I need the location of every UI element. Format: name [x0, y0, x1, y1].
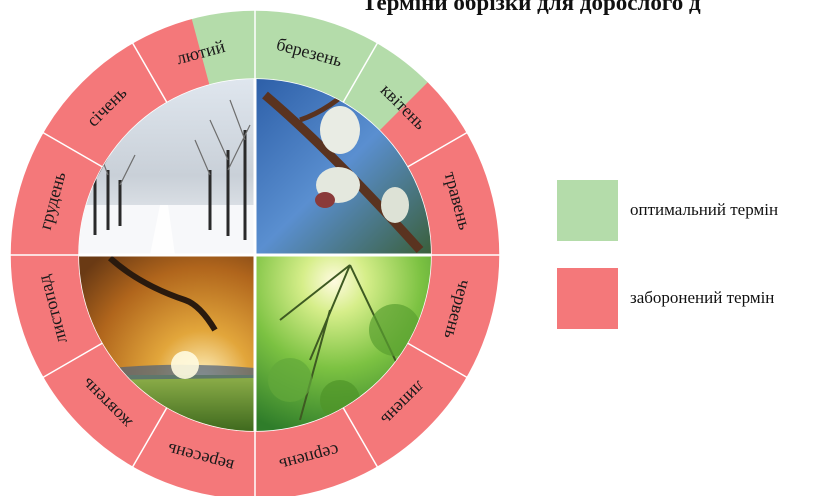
month-separator [42, 131, 103, 168]
month-separator [131, 42, 168, 103]
month-segment-1 [42, 42, 167, 167]
pruning-calendar-wheel: січеньлютийберезеньквітеньтравеньчервень… [9, 9, 501, 496]
month-forbidden-part-4 [379, 81, 468, 167]
legend-optimal: оптимальний термін [557, 180, 822, 242]
month-separator [131, 407, 168, 468]
legend-forbidden: заборонений термін [557, 268, 822, 330]
month-segment-12 [10, 132, 103, 255]
month-separator [407, 131, 468, 168]
month-segment-9 [132, 407, 255, 496]
month-segment-10 [42, 343, 167, 468]
season-photos [79, 79, 431, 431]
month-segment-5 [407, 132, 500, 255]
month-segment-11 [10, 255, 103, 378]
month-segment-3 [255, 10, 378, 103]
month-segment-8 [255, 407, 378, 496]
month-separator [342, 42, 379, 103]
legend-optimal-label: оптимальний термін [630, 200, 779, 219]
summer-photo [255, 255, 431, 431]
month-separator [407, 342, 468, 379]
ring-outline [9, 9, 501, 496]
forbidden-swatch [557, 268, 618, 329]
legend-forbidden-label: заборонений термін [630, 288, 775, 307]
diagram-title: Терміни обрізки для дорослого д [362, 0, 701, 15]
month-separator [42, 342, 103, 379]
optimal-swatch [557, 180, 618, 241]
winter-photo [79, 79, 255, 255]
month-optimal-part-2 [191, 10, 255, 85]
month-segment-7 [343, 343, 468, 468]
month-separator [342, 407, 379, 468]
month-segment-6 [407, 255, 500, 378]
month-ring [9, 9, 501, 496]
